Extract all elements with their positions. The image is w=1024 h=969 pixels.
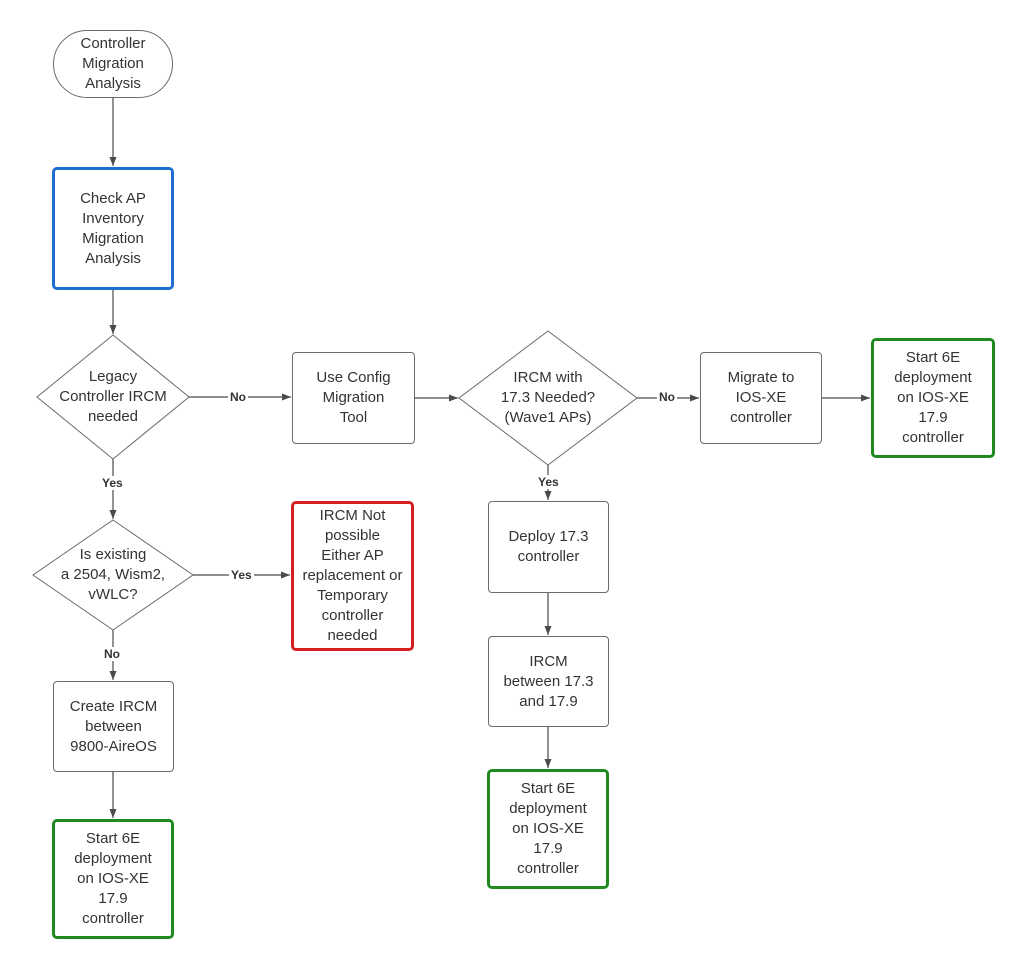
- edge-label-legacy-no: No: [228, 390, 248, 404]
- ircm-not-possible-node: IRCM Not possible Either AP replacement …: [291, 501, 414, 651]
- edge-label-legacy-yes: Yes: [100, 476, 125, 490]
- check-ap-inventory-node: Check AP Inventory Migration Analysis: [52, 167, 174, 290]
- create-ircm-node: Create IRCM between 9800-AireOS: [53, 681, 174, 772]
- edge-label-existing-no: No: [102, 647, 122, 661]
- edge-label-ircm173-yes: Yes: [536, 475, 561, 489]
- existing-controller-decision-label: Is existing a 2504, Wism2, vWLC?: [60, 546, 166, 603]
- legacy-ircm-decision-label: Legacy Controller IRCM needed: [59, 368, 167, 425]
- start-node-controller-migration-analysis: Controller Migration Analysis: [53, 30, 173, 98]
- ircm-between-173-179-node: IRCM between 17.3 and 17.9: [488, 636, 609, 727]
- start-6e-deployment-middle-node: Start 6E deployment on IOS-XE 17.9 contr…: [487, 769, 609, 889]
- start-6e-deployment-right-node: Start 6E deployment on IOS-XE 17.9 contr…: [871, 338, 995, 458]
- edge-label-ircm173-no: No: [657, 390, 677, 404]
- config-migration-tool-node: Use Config Migration Tool: [292, 352, 415, 444]
- migrate-to-ios-xe-node: Migrate to IOS-XE controller: [700, 352, 822, 444]
- edge-label-existing-yes: Yes: [229, 568, 254, 582]
- ircm-173-decision-label: IRCM with 17.3 Needed? (Wave1 APs): [500, 369, 596, 426]
- deploy-173-node: Deploy 17.3 controller: [488, 501, 609, 593]
- start-6e-deployment-left-node: Start 6E deployment on IOS-XE 17.9 contr…: [52, 819, 174, 939]
